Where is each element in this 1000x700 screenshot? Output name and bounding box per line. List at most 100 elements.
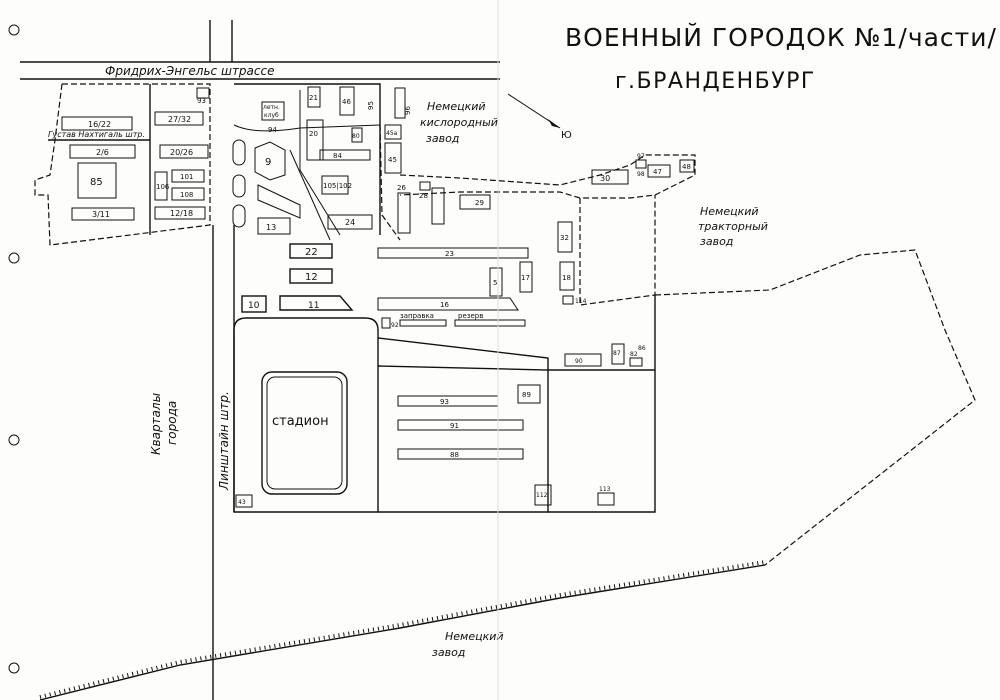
building-9[interactable] — [254, 141, 286, 181]
building-82[interactable] — [629, 357, 643, 367]
building-3-11[interactable] — [71, 207, 135, 221]
building-92[interactable] — [381, 317, 391, 329]
building-23[interactable] — [377, 247, 529, 259]
building-112[interactable] — [534, 484, 552, 506]
area-label-city-1: Кварталы — [149, 393, 163, 455]
building-garage — [257, 184, 301, 219]
building-106[interactable] — [154, 171, 168, 201]
building-16-22[interactable] — [61, 116, 133, 131]
fence-main — [379, 124, 976, 566]
street-label-gustav: Густав Нахтигаль штр. — [48, 130, 145, 139]
building-22[interactable] — [289, 243, 333, 259]
building-94-summer-club[interactable] — [261, 101, 285, 121]
building-16[interactable] — [377, 297, 519, 311]
building-47[interactable] — [647, 164, 671, 178]
building-45[interactable] — [384, 142, 402, 174]
building-label: 16 — [440, 301, 449, 309]
compass-label: Ю — [561, 130, 572, 141]
building-10[interactable] — [241, 295, 267, 313]
reserve-area[interactable] — [454, 319, 526, 327]
building-label: 32 — [560, 234, 569, 242]
building-label: 82 — [630, 351, 638, 358]
building-label: 5 — [493, 279, 497, 287]
building-26[interactable] — [397, 192, 411, 234]
building-27-32[interactable] — [154, 111, 204, 126]
building-30[interactable] — [591, 169, 629, 185]
punch-hole — [8, 24, 20, 36]
south-yard — [377, 295, 656, 513]
stadium-label: стадион — [272, 414, 329, 429]
punch-hole — [8, 252, 20, 264]
area-label-city-2: города — [165, 401, 179, 445]
building-96[interactable] — [394, 87, 406, 119]
building-label: 24 — [345, 218, 355, 227]
street-friedrich-engels — [20, 20, 500, 80]
building-90[interactable] — [564, 353, 602, 367]
building-2-6[interactable] — [69, 144, 136, 159]
building-24[interactable] — [327, 214, 373, 230]
building-114[interactable] — [562, 295, 574, 305]
street-label-linnstein: Линштайн штр. — [217, 391, 231, 491]
railway-boundary — [39, 560, 766, 700]
building-46[interactable] — [339, 86, 355, 116]
fuel-station[interactable] — [399, 319, 447, 327]
building-label: 94 — [268, 126, 277, 134]
map-title: ВОЕННЫЙ ГОРОДОК №1/части/ — [565, 23, 997, 52]
building-label: 18 — [562, 274, 571, 282]
building-11[interactable] — [279, 295, 354, 311]
building-113[interactable] — [597, 492, 615, 506]
building-label: 108 — [180, 191, 193, 199]
building-label: 17 — [521, 274, 530, 282]
building-20[interactable] — [306, 119, 324, 161]
area-label-factory-2: завод — [432, 646, 465, 659]
compass-arrow — [507, 93, 561, 129]
area-label-tractor-2: тракторный — [698, 220, 768, 233]
building-label: 13 — [266, 223, 276, 232]
building-43[interactable] — [235, 494, 253, 508]
area-label-oxygen-3: завод — [426, 132, 459, 145]
building-88[interactable] — [397, 448, 524, 460]
map-subtitle: г.БРАНДЕНБУРГ — [615, 69, 816, 94]
building-45a[interactable] — [384, 124, 402, 140]
building-29[interactable] — [459, 194, 491, 210]
building-84[interactable] — [319, 149, 371, 161]
building-21[interactable] — [307, 86, 321, 108]
building-label: 80 — [352, 133, 360, 140]
building-label: 101 — [180, 173, 193, 181]
building-87[interactable] — [611, 343, 625, 365]
building-18[interactable] — [559, 261, 575, 291]
building-20-26[interactable] — [159, 144, 209, 159]
building-17[interactable] — [519, 261, 533, 293]
building-80[interactable] — [351, 127, 363, 143]
building-28[interactable] — [431, 187, 445, 225]
building-89[interactable] — [517, 384, 541, 404]
club-label: летн. — [263, 104, 280, 111]
building-12[interactable] — [289, 268, 333, 284]
building-13[interactable] — [257, 217, 291, 235]
building-91[interactable] — [397, 419, 524, 431]
building-48[interactable] — [679, 159, 695, 173]
building-108[interactable] — [171, 187, 205, 201]
building-label: 90 — [575, 358, 583, 365]
building-label: 89 — [522, 391, 531, 399]
building-5[interactable] — [489, 267, 503, 297]
building-label: 112 — [536, 492, 548, 499]
building-label: 27/32 — [168, 115, 191, 124]
stadium-block — [233, 317, 379, 513]
punch-hole — [8, 434, 20, 446]
building-label: 98 — [637, 171, 645, 178]
building-101[interactable] — [171, 169, 205, 183]
building-label: 11 — [308, 301, 319, 311]
building-93[interactable] — [196, 87, 210, 99]
building-label: 12 — [305, 272, 318, 283]
building-28-small[interactable] — [419, 181, 431, 191]
building-label: 16/22 — [88, 120, 111, 129]
building-label: 84 — [333, 152, 342, 160]
building-32[interactable] — [557, 221, 573, 253]
building-12-18[interactable] — [154, 206, 206, 220]
building-label: 3/11 — [92, 210, 110, 219]
building-85[interactable] — [77, 162, 117, 199]
building-97[interactable] — [635, 159, 647, 169]
building-105-102[interactable] — [321, 175, 349, 195]
